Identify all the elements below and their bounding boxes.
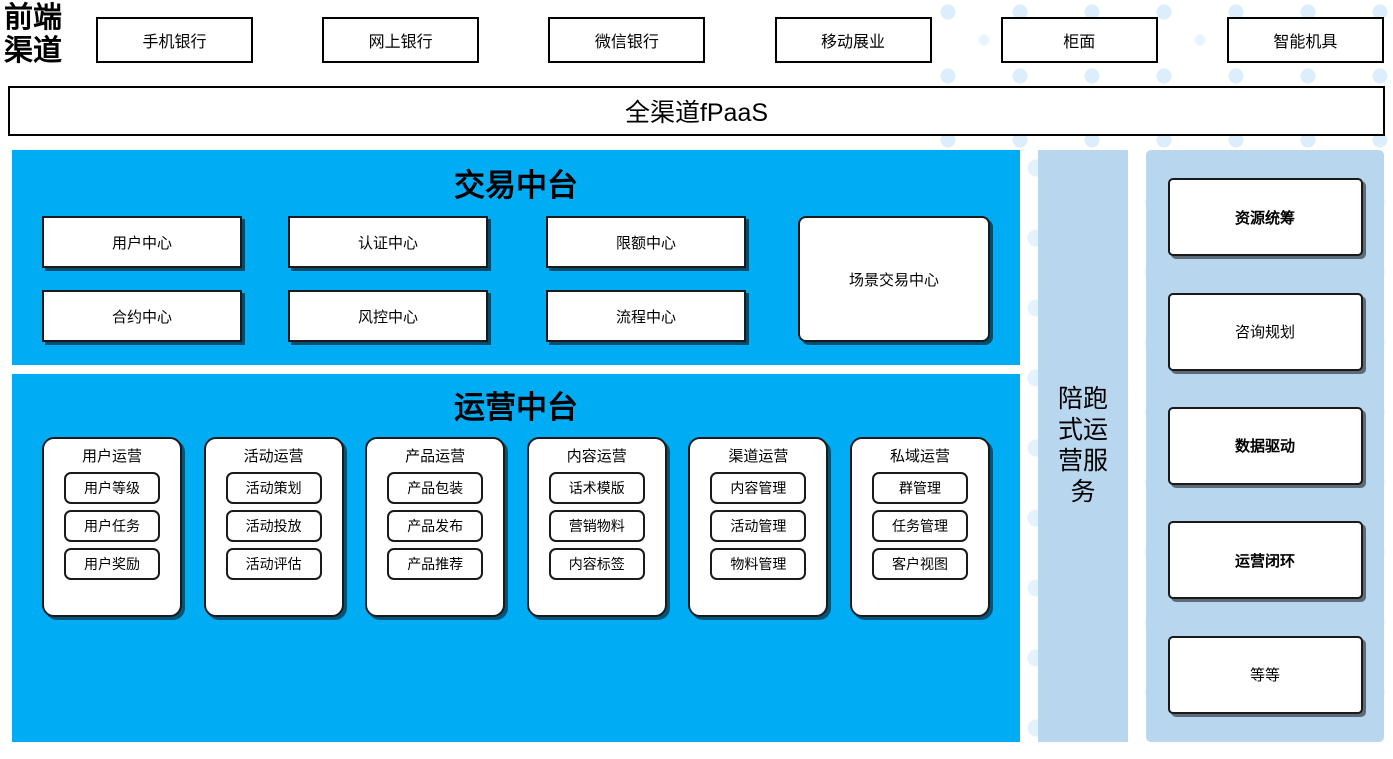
operations-platform-title: 运营中台 bbox=[454, 390, 578, 425]
txn-cell-label: 流程中心 bbox=[615, 308, 676, 326]
ops-item[interactable]: 活动评估 bbox=[225, 548, 322, 580]
ops-item[interactable]: 产品发布 bbox=[387, 510, 484, 542]
ops-column-title: 产品运营 bbox=[405, 448, 466, 465]
ops-item[interactable]: 群管理 bbox=[871, 472, 968, 504]
capability-item-operations-closed-loop[interactable]: 运营闭环 bbox=[1167, 521, 1363, 600]
channel-item-online-bank[interactable]: 网上银行 bbox=[322, 17, 480, 63]
txn-cell-label: 认证中心 bbox=[357, 234, 418, 252]
ops-item[interactable]: 内容管理 bbox=[710, 472, 807, 504]
channel-item-wechat-bank[interactable]: 微信银行 bbox=[548, 17, 706, 63]
channel-item-label: 移动展业 bbox=[821, 34, 886, 51]
ops-column-channel-operations[interactable]: 渠道运营 内容管理 活动管理 物料管理 bbox=[688, 437, 829, 617]
ops-item[interactable]: 用户等级 bbox=[64, 472, 160, 504]
channel-item-label: 柜面 bbox=[1063, 34, 1096, 51]
txn-cell-scenario-transaction-center[interactable]: 场景交易中心 bbox=[798, 216, 990, 342]
fpaas-label: 全渠道fPaaS bbox=[624, 99, 769, 127]
ops-item[interactable]: 产品推荐 bbox=[387, 548, 484, 580]
omnichannel-fpaas-bar[interactable]: 全渠道fPaaS bbox=[8, 86, 1385, 136]
channel-item-label: 智能机具 bbox=[1273, 34, 1338, 51]
txn-cell-risk-center[interactable]: 风控中心 bbox=[288, 290, 488, 342]
transaction-platform-title: 交易中台 bbox=[454, 168, 578, 203]
txn-cell-label: 合约中心 bbox=[111, 308, 172, 326]
front-end-channel-label: 前端 渠道 bbox=[4, 2, 63, 67]
ops-column-title: 用户运营 bbox=[81, 448, 142, 465]
txn-cell-label: 用户中心 bbox=[111, 234, 172, 252]
capability-item-consulting-planning[interactable]: 咨询规划 bbox=[1167, 292, 1363, 371]
channel-item-counter[interactable]: 柜面 bbox=[1000, 17, 1158, 63]
ops-item[interactable]: 内容标签 bbox=[548, 548, 645, 580]
ops-item[interactable]: 营销物料 bbox=[548, 510, 645, 542]
ops-item[interactable]: 话术模版 bbox=[548, 472, 645, 504]
channel-item-label: 手机银行 bbox=[142, 34, 207, 51]
channel-item-label: 微信银行 bbox=[594, 34, 659, 51]
operations-platform: 运营中台 用户运营 用户等级 用户任务 用户奖励 活动运营 活动策划 活动投放 … bbox=[12, 374, 1020, 742]
capability-item-etc[interactable]: 等等 bbox=[1167, 635, 1363, 714]
channel-item-smart-machine[interactable]: 智能机具 bbox=[1226, 17, 1384, 63]
txn-cell-label: 风控中心 bbox=[357, 308, 418, 326]
ops-item[interactable]: 产品包装 bbox=[387, 472, 484, 504]
txn-cell-label: 限额中心 bbox=[615, 234, 676, 252]
ops-item[interactable]: 任务管理 bbox=[871, 510, 968, 542]
ops-item[interactable]: 客户视图 bbox=[871, 548, 968, 580]
ops-column-activity-operations[interactable]: 活动运营 活动策划 活动投放 活动评估 bbox=[203, 437, 344, 617]
channel-item-label: 网上银行 bbox=[368, 34, 433, 51]
txn-cell-user-center[interactable]: 用户中心 bbox=[42, 216, 242, 268]
txn-cell-limit-center[interactable]: 限额中心 bbox=[546, 216, 746, 268]
transaction-platform: 交易中台 用户中心 认证中心 限额中心 合约中心 风控中心 流程中心 场景交易中… bbox=[12, 150, 1020, 365]
ops-column-product-operations[interactable]: 产品运营 产品包装 产品发布 产品推荐 bbox=[365, 437, 506, 617]
txn-cell-auth-center[interactable]: 认证中心 bbox=[288, 216, 488, 268]
txn-cell-process-center[interactable]: 流程中心 bbox=[546, 290, 746, 342]
txn-cell-label: 场景交易中心 bbox=[848, 271, 939, 289]
ops-column-title: 私域运营 bbox=[889, 448, 950, 465]
accompanying-operations-service-column: 陪跑式运营服务 bbox=[1038, 150, 1128, 742]
capability-item-data-driven[interactable]: 数据驱动 bbox=[1167, 406, 1363, 485]
capability-panel: 资源统筹 咨询规划 数据驱动 运营闭环 等等 bbox=[1146, 150, 1384, 742]
ops-column-title: 内容运营 bbox=[566, 448, 627, 465]
ops-item[interactable]: 用户任务 bbox=[64, 510, 160, 542]
service-column-label: 陪跑式运营服务 bbox=[1057, 385, 1108, 506]
ops-item[interactable]: 活动投放 bbox=[225, 510, 322, 542]
ops-column-title: 渠道运营 bbox=[728, 448, 789, 465]
channel-item-mobile-bank[interactable]: 手机银行 bbox=[96, 17, 253, 63]
ops-column-content-operations[interactable]: 内容运营 话术模版 营销物料 内容标签 bbox=[526, 437, 667, 617]
ops-item[interactable]: 用户奖励 bbox=[64, 548, 160, 580]
ops-column-private-domain-operations[interactable]: 私域运营 群管理 任务管理 客户视图 bbox=[849, 437, 990, 617]
channel-row: 手机银行 网上银行 微信银行 移动展业 柜面 智能机具 bbox=[96, 17, 1384, 65]
ops-column-title: 活动运营 bbox=[243, 448, 304, 465]
capability-item-resource-coordination[interactable]: 资源统筹 bbox=[1167, 178, 1363, 257]
operations-columns: 用户运营 用户等级 用户任务 用户奖励 活动运营 活动策划 活动投放 活动评估 … bbox=[42, 437, 990, 617]
ops-column-user-operations[interactable]: 用户运营 用户等级 用户任务 用户奖励 bbox=[42, 437, 182, 617]
ops-item[interactable]: 活动策划 bbox=[225, 472, 322, 504]
ops-item[interactable]: 活动管理 bbox=[710, 510, 807, 542]
txn-cell-contract-center[interactable]: 合约中心 bbox=[42, 290, 242, 342]
ops-item[interactable]: 物料管理 bbox=[710, 548, 807, 580]
channel-item-mobile-business[interactable]: 移动展业 bbox=[774, 17, 932, 63]
